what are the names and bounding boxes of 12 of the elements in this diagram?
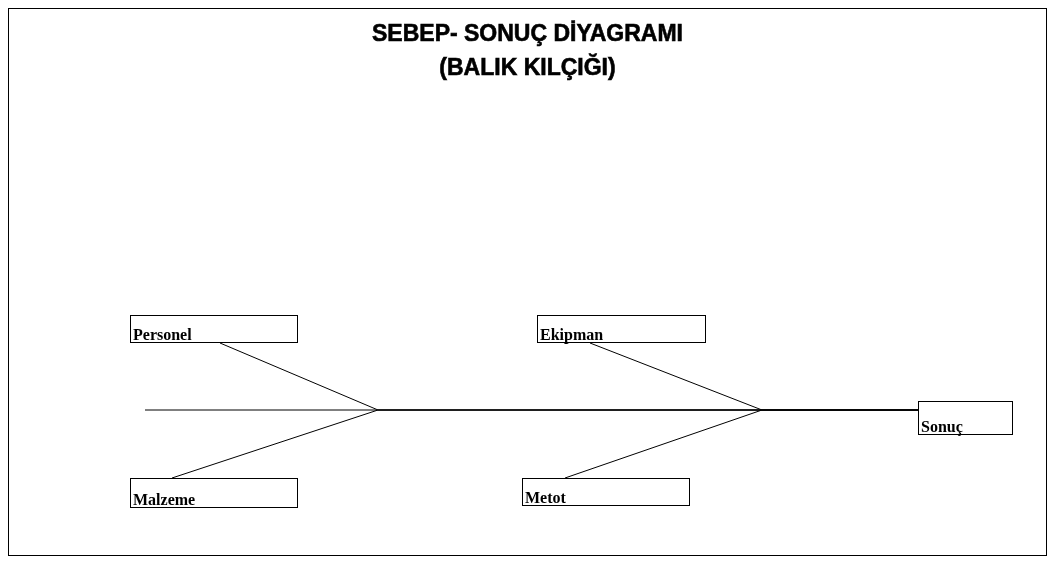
category-label: Sonuç: [921, 418, 963, 436]
category-label: Metot: [525, 489, 566, 507]
category-label: Malzeme: [133, 491, 196, 509]
category-box: [918, 401, 1013, 435]
category-box: [522, 478, 690, 506]
diagram-title: SEBEP- SONUÇ DİYAGRAMI (BALIK KILÇIĞI): [371, 19, 684, 82]
category-box: [537, 315, 706, 343]
category-label: Ekipman: [540, 326, 604, 344]
bone-line: [564, 409, 919, 479]
category-label: Personel: [133, 326, 192, 344]
category-box: [130, 315, 298, 343]
category-box: [130, 478, 298, 508]
